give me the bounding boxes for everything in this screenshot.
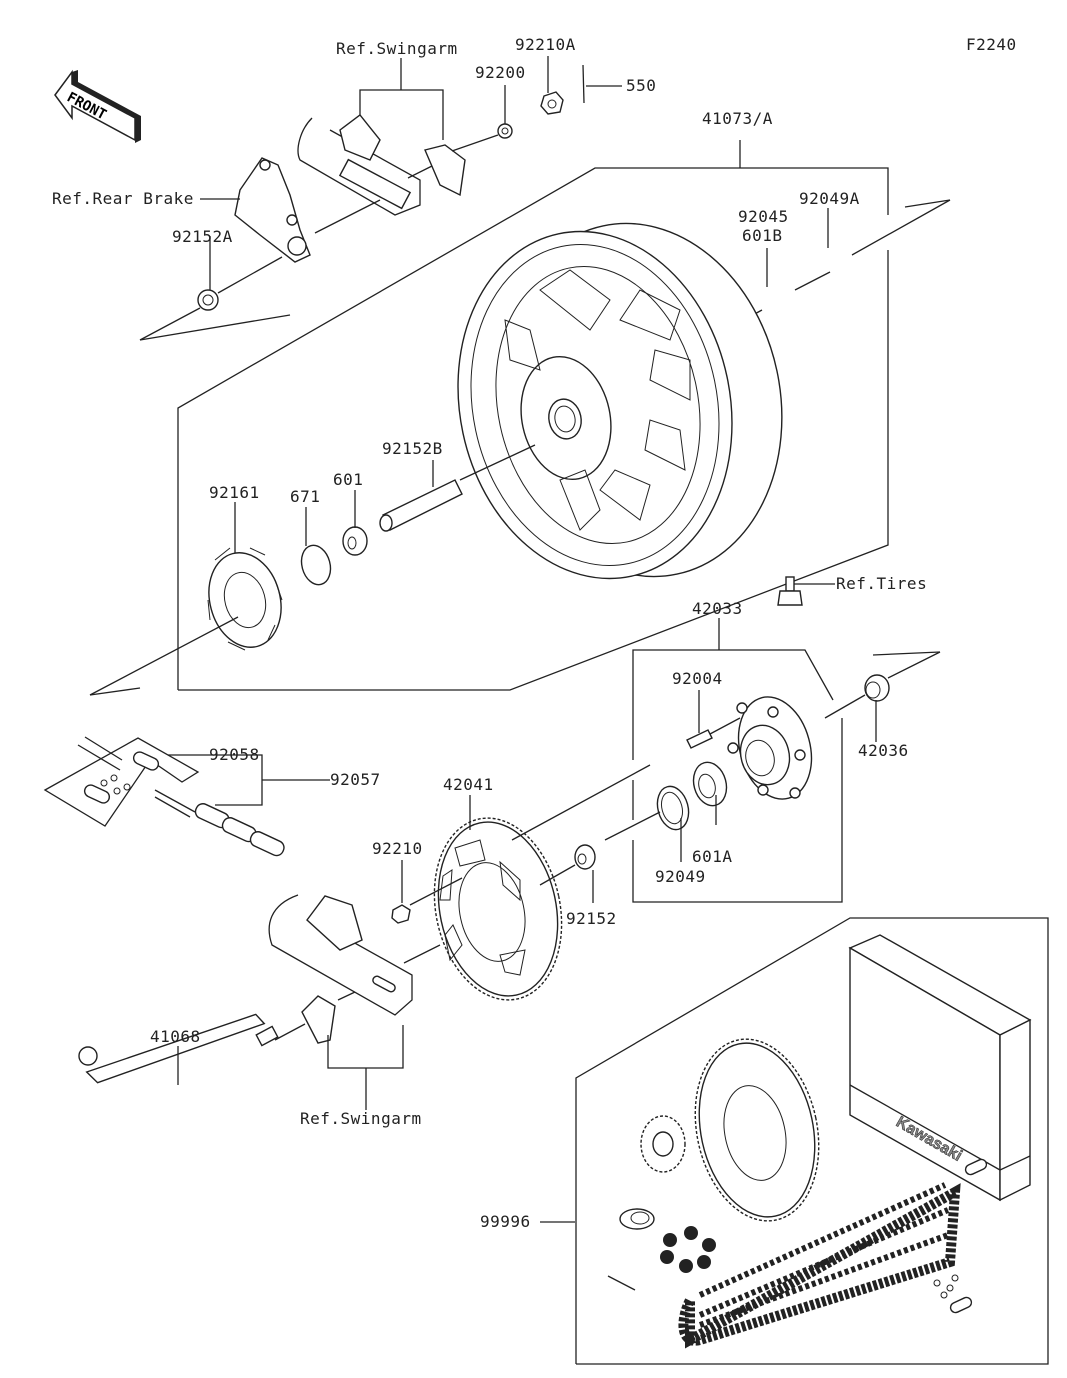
label-42041[interactable]: 42041 [443, 775, 494, 794]
bearing-601A-drawing [692, 761, 728, 807]
kit-lock-washer-drawing [619, 1208, 655, 1230]
label-92058[interactable]: 92058 [209, 745, 260, 764]
label-92049A[interactable]: 92049A [799, 189, 860, 208]
label-92045[interactable]: 92045 [738, 207, 789, 226]
rear-sprocket-42041-drawing [433, 817, 563, 1001]
label-92057[interactable]: 92057 [330, 770, 381, 789]
kit-rear-sprocket-drawing [694, 1038, 820, 1222]
cotter-pin-550-drawing [582, 64, 585, 104]
label-ref-swingarm-bottom[interactable]: Ref.Swingarm [300, 1109, 422, 1128]
collar-92152B-drawing [379, 479, 463, 532]
bearing-601-drawing [342, 526, 368, 556]
wheel-assembly-bracket [177, 167, 889, 690]
label-92210A[interactable]: 92210A [515, 35, 576, 54]
label-92004[interactable]: 92004 [672, 669, 723, 688]
label-42033[interactable]: 42033 [692, 599, 743, 618]
label-92152B[interactable]: 92152B [382, 439, 443, 458]
collar-42036-drawing [864, 674, 890, 702]
label-92152A[interactable]: 92152A [172, 227, 233, 246]
o-ring-671-drawing [300, 544, 332, 586]
label-ref-swingarm-top[interactable]: Ref.Swingarm [336, 39, 458, 58]
axle-41068-drawing [78, 1013, 279, 1084]
label-92161[interactable]: 92161 [209, 483, 260, 502]
rear-brake-bracket-drawing [234, 157, 311, 263]
leader-lines [177, 56, 877, 1085]
figure-code: F2240 [966, 35, 1017, 54]
label-92049[interactable]: 92049 [655, 867, 706, 886]
label-550[interactable]: 550 [626, 76, 657, 95]
kit-box-drawing: Kawasaki [848, 934, 1032, 1202]
label-92152[interactable]: 92152 [566, 909, 617, 928]
chain-kit-bracket [575, 917, 1049, 1365]
nut-92210A-drawing [540, 91, 564, 115]
label-601[interactable]: 601 [333, 470, 364, 489]
label-42036[interactable]: 42036 [858, 741, 909, 760]
label-ref-tires[interactable]: Ref.Tires [836, 574, 928, 593]
hub-assembly-bracket [632, 649, 834, 760]
kit-nuts-drawing [660, 1226, 716, 1273]
label-601B[interactable]: 601B [742, 226, 783, 245]
label-671[interactable]: 671 [290, 487, 321, 506]
kit-cotter-pin-drawing [607, 1275, 636, 1291]
label-601A[interactable]: 601A [692, 847, 733, 866]
collar-92152A-drawing [197, 289, 219, 311]
kit-front-sprocket-drawing [640, 1115, 686, 1173]
label-92210[interactable]: 92210 [372, 839, 423, 858]
oil-seal-92049-drawing [656, 785, 690, 831]
label-92200[interactable]: 92200 [475, 63, 526, 82]
chain-92057-drawing [154, 789, 285, 857]
sprocket-hub-42033-drawing [727, 696, 813, 800]
swingarm-bottom-drawing [268, 894, 413, 1044]
swingarm-top-drawing [297, 114, 466, 216]
damper-92161-drawing [207, 547, 283, 651]
rear-wheel-drawing [457, 222, 783, 580]
label-41073A[interactable]: 41073/A [702, 109, 773, 128]
label-ref-rear-brake[interactable]: Ref.Rear Brake [52, 189, 194, 208]
label-99996[interactable]: 99996 [480, 1212, 531, 1231]
front-arrow-icon: FRONT [54, 69, 141, 143]
washer-92200-drawing [497, 123, 513, 139]
nut-92210-drawing [391, 904, 411, 924]
chain-joint-92058-drawing [43, 736, 200, 827]
kit-chain-joint-drawing [933, 1158, 988, 1314]
kit-chain-drawing [678, 1182, 961, 1349]
stud-92004-drawing [686, 729, 713, 749]
valve-stem-drawing [777, 576, 803, 606]
label-41068[interactable]: 41068 [150, 1027, 201, 1046]
